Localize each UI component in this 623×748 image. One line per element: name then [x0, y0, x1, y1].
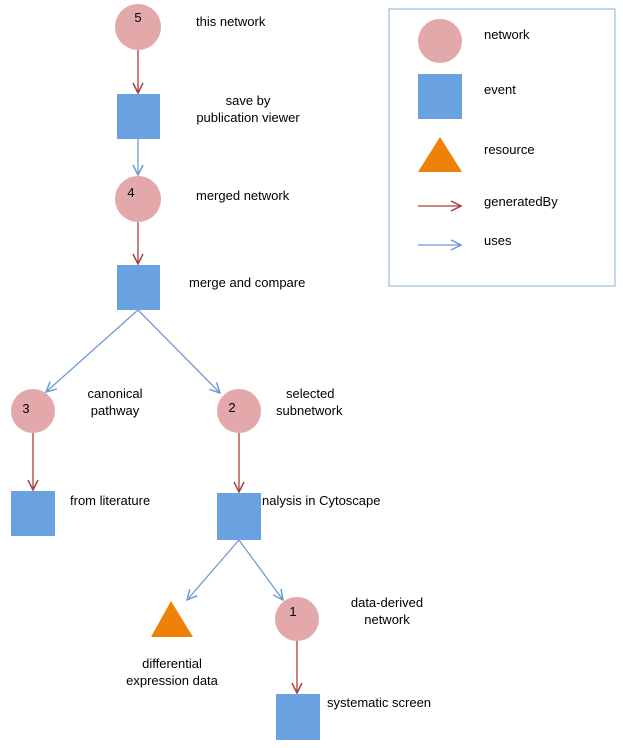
- network-node-5-number: 5: [134, 10, 141, 25]
- legend-network-label: network: [484, 27, 530, 42]
- event-cytoscape: [217, 493, 261, 540]
- legend-uses-label: uses: [484, 233, 512, 248]
- network-node-1-number: 1: [289, 604, 296, 619]
- event-save-label-line1: save by: [226, 93, 271, 108]
- legend: network event resource generatedBy uses: [388, 8, 616, 287]
- legend-generatedby-label: generatedBy: [484, 194, 558, 209]
- resource-differential-expression: [151, 601, 193, 637]
- edges: [33, 50, 297, 693]
- legend-resource-icon: [418, 137, 462, 172]
- network-node-3-number: 3: [22, 401, 29, 416]
- legend-resource-label: resource: [484, 142, 535, 157]
- network-node-3-label-line1: canonical: [88, 386, 143, 401]
- network-node-4-number: 4: [127, 185, 134, 200]
- network-node-2-label-line2: subnetwork: [276, 403, 343, 418]
- network-node-1-label-line1: data-derived: [351, 595, 423, 610]
- network-node-2: [217, 389, 261, 433]
- network-node-3-label-line2: pathway: [91, 403, 140, 418]
- event-literature-label: from literature: [70, 493, 150, 508]
- event-merge: [117, 265, 160, 310]
- legend-event-icon: [418, 74, 462, 119]
- event-systematic-screen: [276, 694, 320, 740]
- edge-uses-cyto-diff: [187, 539, 240, 600]
- network-node-1: [275, 597, 319, 641]
- legend-event-label: event: [484, 82, 516, 97]
- event-save-label-line2: publication viewer: [196, 110, 300, 125]
- legend-network-icon: [418, 19, 462, 63]
- network-node-2-label-line1: selected: [286, 386, 334, 401]
- event-cytoscape-label: nalysis in Cytoscape: [262, 493, 381, 508]
- event-merge-label: merge and compare: [189, 275, 305, 290]
- network-node-3: [11, 389, 55, 433]
- resource-label-line2: expression data: [126, 673, 219, 688]
- edge-uses-merge-3: [46, 309, 139, 392]
- network-node-5-label: this network: [196, 14, 266, 29]
- nodes: 5 this network save by publication viewe…: [11, 4, 431, 740]
- network-node-1-label-line2: network: [364, 612, 410, 627]
- network-node-5: [115, 4, 161, 50]
- event-literature: [11, 491, 55, 536]
- network-node-4: [115, 176, 161, 222]
- event-save: [117, 94, 160, 139]
- event-systematic-screen-label: systematic screen: [327, 695, 431, 710]
- edge-uses-merge-2: [137, 309, 220, 393]
- resource-label-line1: differential: [142, 656, 202, 671]
- network-node-4-label: merged network: [196, 188, 290, 203]
- network-node-2-number: 2: [228, 400, 235, 415]
- edge-uses-cyto-1: [238, 539, 283, 600]
